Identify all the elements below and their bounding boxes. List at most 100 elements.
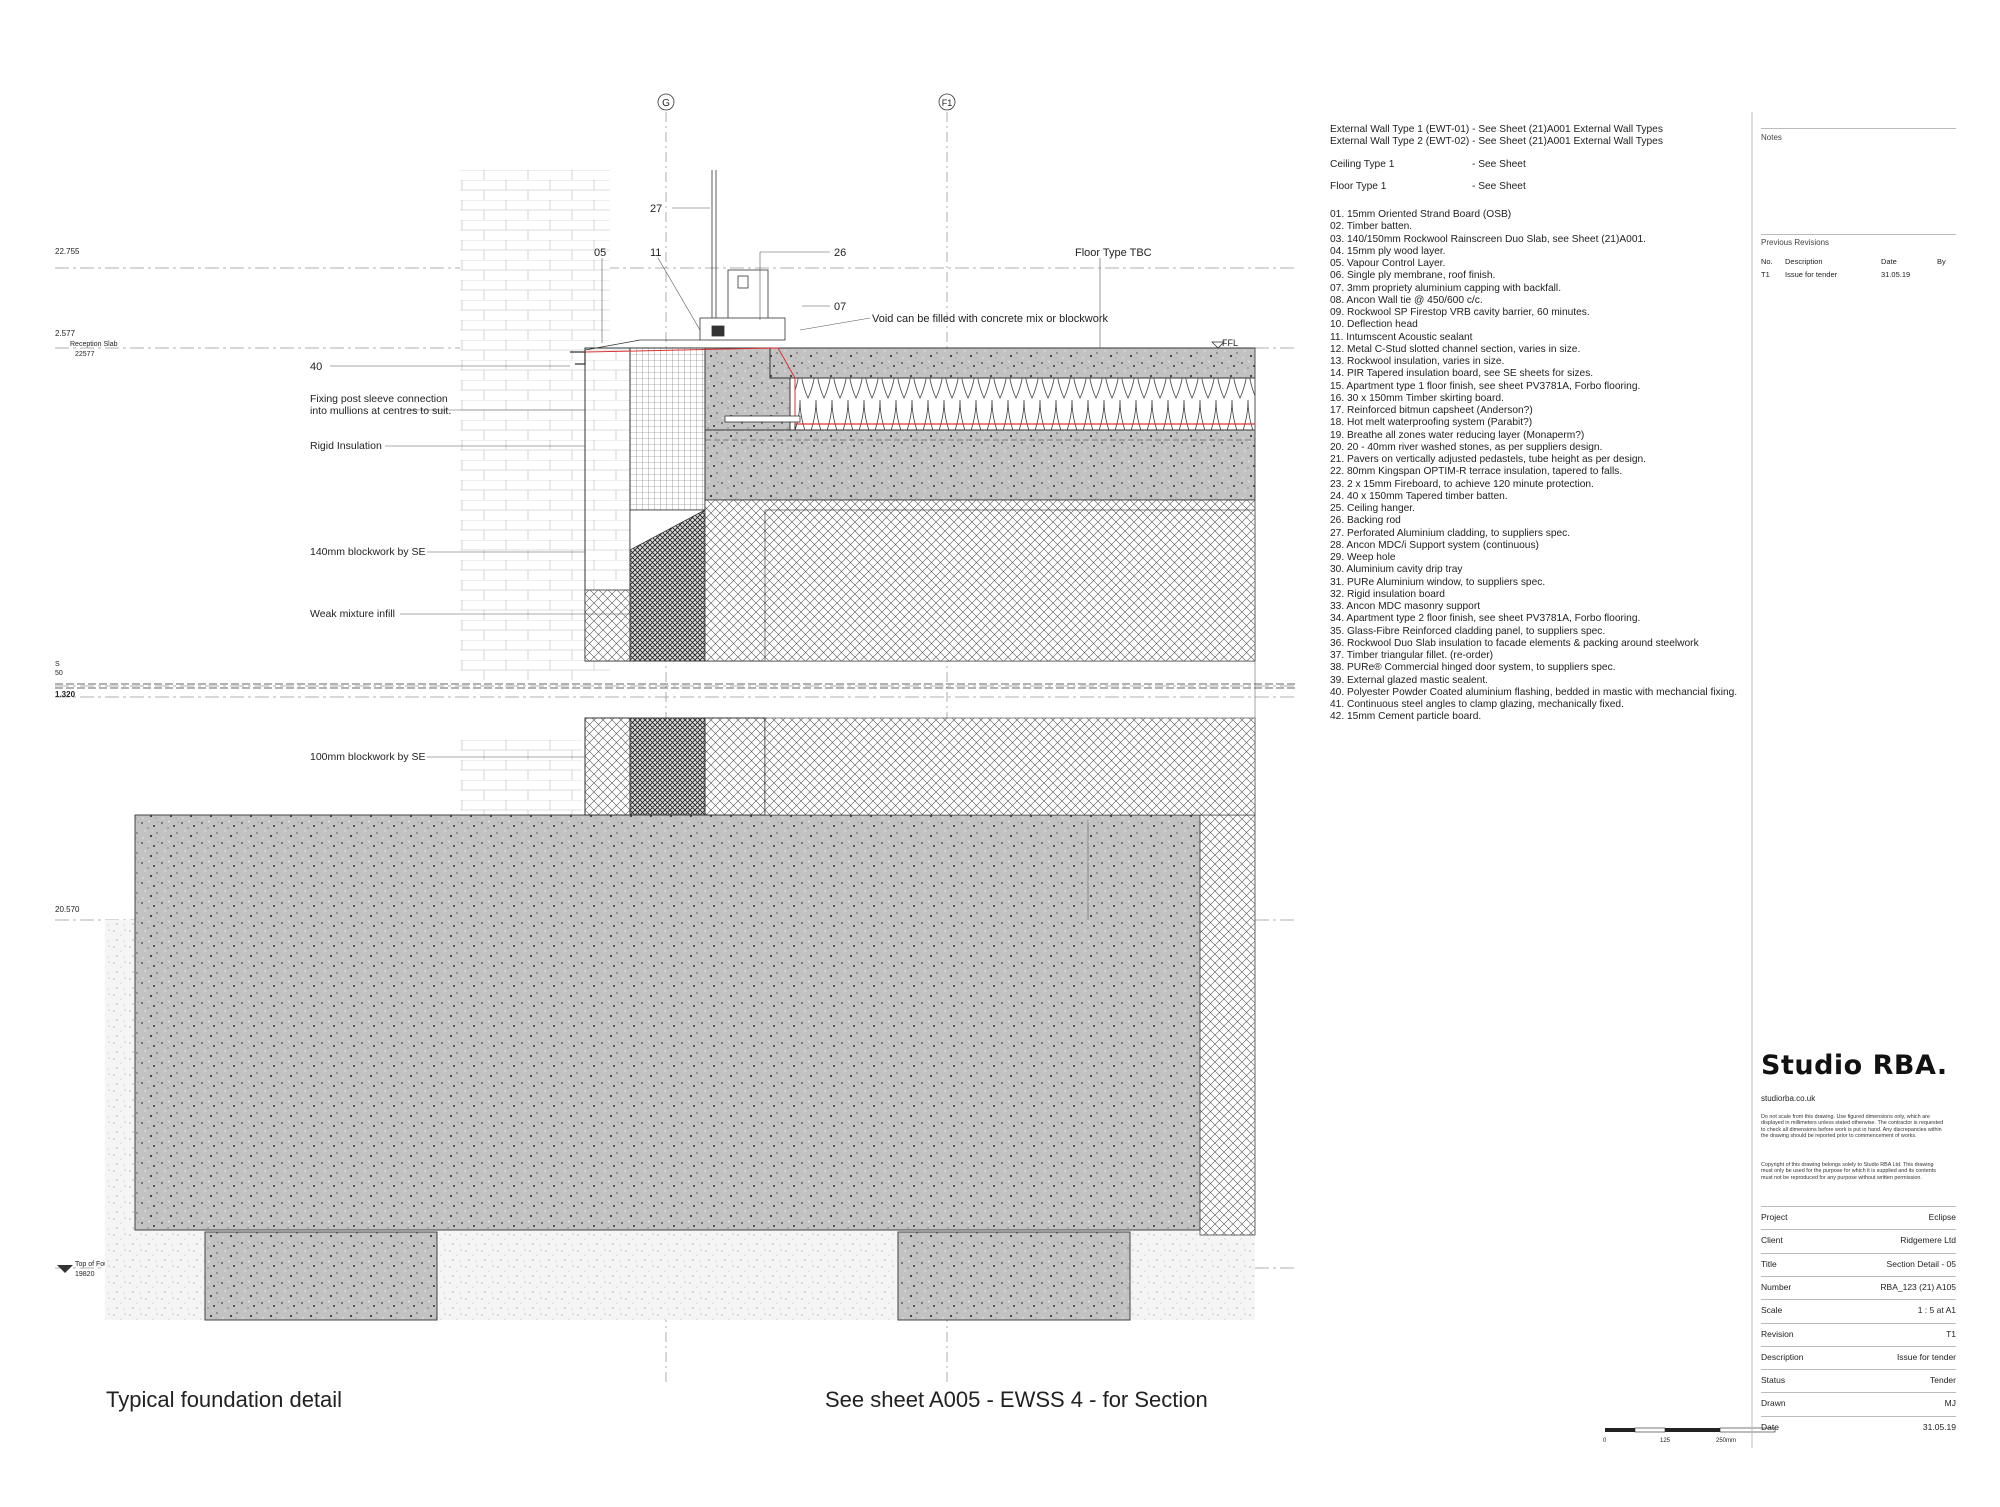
break-lines [55,683,1295,689]
background-brickwork-lower [460,740,582,815]
website: studiorba.co.uk [1761,1094,1816,1103]
scale-tick-125: 125 [1660,1438,1671,1444]
blockwork-hatch-upper [584,589,631,662]
title-block-row-label: Drawn [1761,1398,1786,1409]
callout-rigid-insulation: Rigid Insulation [310,440,382,452]
legend-item: 13. Rockwool insulation, varies in size. [1330,356,1505,367]
title-block-row: Date 31.05.19 [1761,1415,1956,1437]
legend-item: 31. PURe Aluminium window, to suppliers … [1330,576,1546,588]
ceiling-type-value: - See Sheet [1472,158,1526,170]
rev-description: Issue for tender [1785,270,1838,279]
cavity-tray [724,415,801,423]
rev-date: 31.05.19 [1881,270,1911,279]
callout-fixing-line-2: into mullions at centres to suit. [310,405,451,417]
callout-27: 27 [650,203,662,215]
title-block-row: Scale 1 : 5 at A1 [1761,1299,1956,1320]
legend-item: 04. 15mm ply wood layer. [1330,245,1446,257]
window-frame [570,170,786,365]
title-block-row-value: 1 : 5 at A1 [1917,1305,1956,1316]
previous-revisions-heading: Previous Revisions [1761,238,1830,247]
legend-item: 08. Ancon Wall tie @ 450/600 c/c. [1330,294,1483,306]
legend-item: 15. Apartment type 1 floor finish, see s… [1330,380,1641,392]
title-block-row-label: Scale [1761,1305,1783,1316]
material-notes-list: 01. 15mm Oriented Strand Board (OSB)02. … [1330,209,1770,724]
grid-label-g: G [662,98,670,109]
level-2-elevation: 22577 [75,351,95,358]
title-block-row-label: Status [1761,1375,1786,1386]
title-block-row-value: Tender [1930,1375,1956,1386]
structural-slab [704,429,1256,501]
scale-tick-250: 250mm [1716,1438,1736,1444]
legend-item: 03. 140/150mm Rockwool Rainscreen Duo Sl… [1330,233,1646,245]
level-3-label-a: S [55,661,60,668]
caption-see-sheet: See sheet A005 - EWSS 4 - for Section [825,1387,1208,1412]
legend-item: 17. Reinforced bitmun capsheet (Anderson… [1330,405,1533,416]
title-block-row-value: RBA_123 (21) A105 [1880,1281,1956,1292]
level-4-value: 1.320 [55,690,76,699]
legend-item: 20. 20 - 40mm river washed stones, as pe… [1330,441,1603,453]
title-block-row-label: Project [1761,1212,1788,1222]
level-2-name: Reception Slab [70,341,118,348]
legend-item: 39. External glazed mastic sealent. [1330,674,1488,686]
legend-item: 05. Vapour Control Layer. [1330,258,1446,269]
level-6-elevation: 19820 [75,1271,95,1278]
legend-item: 18. Hot melt waterproofing system (Parab… [1330,417,1533,429]
weak-mix-infill-lower [629,717,706,816]
legend-item: 06. Single ply membrane, roof finish. [1330,270,1496,282]
level-5-value: 20.570 [55,905,80,914]
grid-bubble-g: G [657,93,675,111]
slab-edge-hatch-lower [704,717,766,816]
floor-type-value: - See Sheet [1472,180,1526,192]
wall-type-2: External Wall Type 2 (EWT-02) - See Shee… [1330,136,1663,148]
rev-col-no: No. [1761,257,1773,266]
rev-col-date: Date [1881,257,1897,266]
level-marker-icon [57,1265,73,1273]
legend-item: 09. Rockwool SP Firestop VRB cavity barr… [1330,307,1590,318]
legend-item: 12. Metal C-Stud slotted channel section… [1330,343,1581,355]
title-block-row-value: 31.05.19 [1922,1421,1956,1432]
title-block-row: Number RBA_123 (21) A105 [1761,1275,1956,1297]
title-block-row-label: Number [1761,1281,1792,1292]
floor-screed [769,347,1256,379]
legend-item: 07. 3mm propriety aluminium capping with… [1330,282,1562,294]
notes-legend: External Wall Type 1 (EWT-01) - See Shee… [1330,124,1770,724]
level-6-name: Top of Foundation [75,1261,131,1268]
legend-item: 29. Weep hole [1330,552,1396,563]
legend-item: 01. 15mm Oriented Strand Board (OSB) [1330,209,1512,220]
legend-item: 32. Rigid insulation board [1330,588,1445,600]
title-block-row-value: Ridgemere Ltd [1900,1235,1956,1246]
blockwork-hatch-lower [584,717,631,816]
title-block-row: Status Tender [1761,1369,1956,1390]
legend-item: 28. Ancon MDC/i Support system (continuo… [1330,539,1539,551]
legend-item: 16. 30 x 150mm Timber skirting board. [1330,392,1504,404]
legend-item: 21. Pavers on vertically adjusted pedast… [1330,454,1647,465]
legend-item: 33. Ancon MDC masonry support [1330,601,1481,612]
grid-label-f1: F1 [942,98,953,108]
callout-weak-infill: Weak mixture infill [310,608,395,620]
legend-item: 25. Ceiling hanger. [1330,503,1415,514]
callout-leaders [330,207,1101,758]
level-3-label-b: 50 [55,670,63,677]
legend-item: 26. Backing rod [1330,515,1401,527]
infill-wedge [629,509,706,551]
rev-col-description: Description [1785,257,1823,266]
caption-typical-foundation: Typical foundation detail [106,1387,343,1412]
callout-140mm-blockwork: 140mm blockwork by SE [310,546,426,558]
legend-item: 30. Aluminium cavity drip tray [1330,564,1463,576]
foundation-slab [134,814,1201,1231]
level-1-value: 22.755 [55,247,80,256]
title-block-row-label: Date [1761,1421,1779,1432]
foundation-pad-left [204,1231,438,1321]
membrane-red [584,347,796,424]
title-block-row-value: MJ [1944,1398,1956,1409]
title-block-row-label: Description [1761,1351,1804,1362]
scale-tick-0: 0 [1603,1438,1607,1444]
callout-26: 26 [834,247,846,259]
callout-05: 05 [594,247,606,259]
legend-item: 38. PURe® Commercial hinged door system,… [1330,662,1616,674]
